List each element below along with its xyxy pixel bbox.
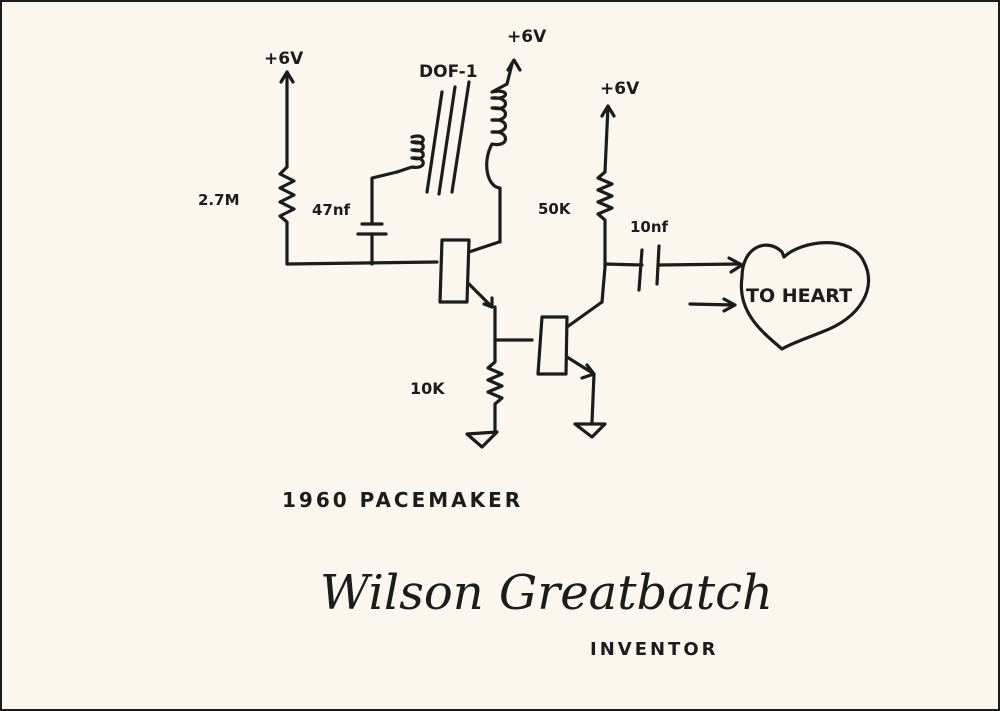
label-supply-left: +6V <box>264 49 304 69</box>
resistor-10k <box>465 338 504 449</box>
resistor-2-7m <box>278 165 439 266</box>
transistor-q2 <box>493 300 607 439</box>
right-supply-branch <box>596 104 616 304</box>
transformer-dof1 <box>395 58 522 244</box>
label-transformer: DOF-1 <box>419 62 478 82</box>
diagram-title: 1960 PACEMAKER <box>282 488 523 512</box>
pointer-arrow-icon <box>688 297 737 313</box>
transformer-core <box>425 80 471 196</box>
signature-role: INVENTOR <box>590 639 719 660</box>
label-r1: 2.7M <box>198 191 240 209</box>
label-c2: 10nf <box>630 218 669 236</box>
transistor-q1 <box>438 238 501 342</box>
top-supply-arrow-icon <box>506 58 522 72</box>
capacitor-10nf <box>603 244 744 313</box>
label-c1: 47nf <box>312 201 351 219</box>
label-output: TO HEART <box>746 285 852 307</box>
capacitor-47nf <box>356 170 399 266</box>
transformer-primary-coil <box>395 134 425 174</box>
heart-icon <box>739 241 871 351</box>
label-r3: 10K <box>410 379 445 398</box>
signature: Wilson Greatbatch <box>320 565 773 621</box>
ground-icon <box>465 430 499 449</box>
label-r2: 50K <box>538 200 572 218</box>
resistor-50k <box>596 170 614 304</box>
left-supply-arrow-icon <box>279 70 295 169</box>
right-supply-arrow-icon <box>600 104 616 174</box>
label-supply-top: +6V <box>507 27 547 47</box>
label-supply-right: +6V <box>600 79 640 99</box>
left-supply-branch <box>278 70 439 266</box>
ground-icon <box>573 422 607 439</box>
transformer-secondary-coil <box>485 62 514 244</box>
